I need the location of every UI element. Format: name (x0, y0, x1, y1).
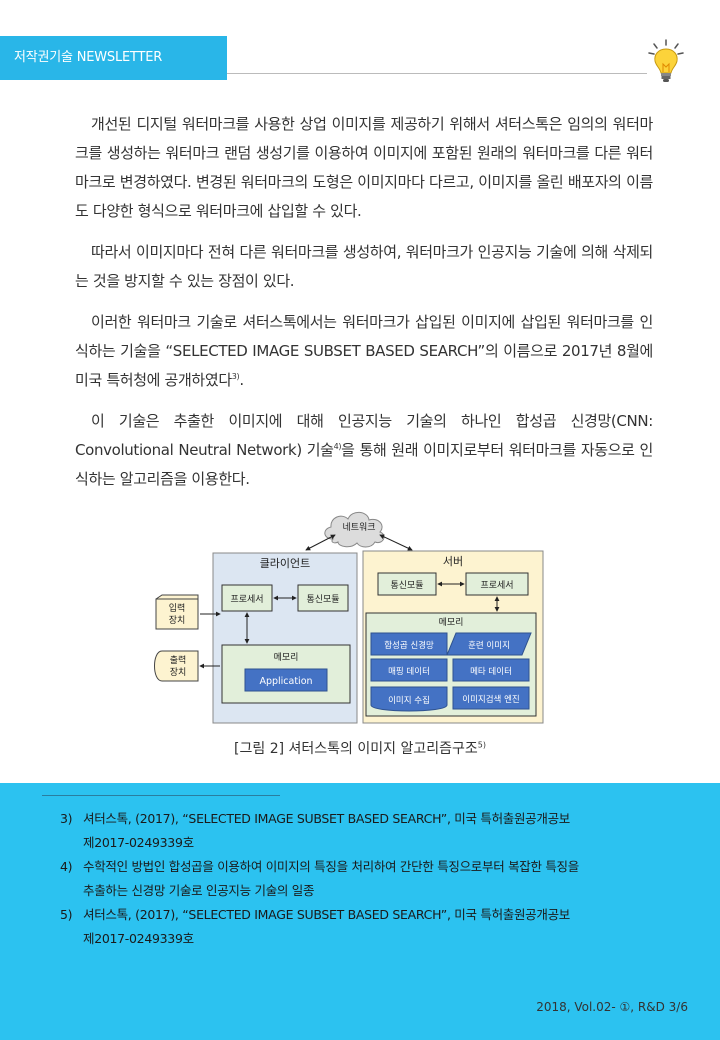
training-image-label: 훈련 이미지 (468, 640, 510, 651)
footnote-4: 4) 수학적인 방법인 합성곱을 이용하여 이미지의 특징을 처리하여 간단한 … (60, 855, 660, 903)
client-comm-box (297, 584, 349, 612)
server-comm-box (377, 572, 437, 596)
paragraph-4-tail: 을 통해 원래 이미지로부터 워터마크를 자동으로 인식하는 알고리즘을 이용한… (75, 441, 653, 488)
footnote-ref-4: 4) (333, 442, 342, 451)
mapping-data-label: 매핑 데이터 (388, 666, 430, 677)
footnote-number: 3) (60, 811, 73, 826)
paragraph-1: 개선된 디지털 워터마크를 사용한 상업 이미지를 제공하기 위해서 셔터스톡은… (75, 110, 653, 226)
application-label: Application (259, 676, 312, 687)
network-cloud: 네트워크 (324, 511, 385, 548)
footnote-body: 셔터스톡, (2017), “SELECTED IMAGE SUBSET BAS… (83, 903, 570, 951)
client-comm-label: 통신모듈 (306, 594, 339, 605)
newsletter-header-tab: 저작권기술 NEWSLETTER (0, 36, 227, 80)
footnote-divider (42, 795, 280, 796)
figure-caption: [그림 2] 셔터스톡의 이미지 알고리즘구조5) (0, 738, 720, 758)
server-comm-label: 통신모듈 (390, 580, 423, 591)
footnote-5: 5) 셔터스톡, (2017), “SELECTED IMAGE SUBSET … (60, 903, 660, 951)
image-collection-label: 이미지 수집 (388, 695, 430, 706)
image-collection-shape (370, 686, 448, 712)
footnote-line: 제2017-0249339호 (83, 835, 194, 850)
meta-data-label: 메타 데이터 (470, 666, 512, 677)
paragraph-4: 이 기술은 추출한 이미지에 대해 인공지능 기술의 하나인 합성곱 신경망(C… (75, 407, 653, 494)
paragraph-2-text: 따라서 이미지마다 전혀 다른 워터마크를 생성하여, 워터마크가 인공지능 기… (75, 243, 653, 290)
client-processor-box (221, 584, 273, 612)
footnote-list: 3) 셔터스톡, (2017), “SELECTED IMAGE SUBSET … (60, 807, 660, 951)
training-image-shape (446, 632, 532, 656)
application-box (244, 668, 328, 692)
input-device-shape (155, 594, 199, 630)
client-processor-label: 프로세서 (230, 594, 263, 605)
footnote-number: 5) (60, 907, 73, 922)
figure-caption-text: [그림 2] 셔터스톡의 이미지 알고리즘구조 (234, 741, 478, 757)
paragraph-3-text: 이러한 워터마크 기술로 셔터스톡에서는 워터마크가 삽입된 이미지에 삽입된 … (75, 313, 653, 389)
footnote-line: 셔터스톡, (2017), “SELECTED IMAGE SUBSET BAS… (83, 811, 570, 826)
footnote-ref-5: 5) (477, 740, 486, 750)
footnote-line: 제2017-0249339호 (83, 931, 194, 946)
paragraph-3-tail: . (239, 371, 244, 389)
server-processor-box (465, 572, 529, 596)
paragraph-4-text: 이 기술은 추출한 이미지에 대해 인공지능 기술의 하나인 합성곱 신경망(C… (75, 412, 653, 459)
footnotes-area: 3) 셔터스톡, (2017), “SELECTED IMAGE SUBSET … (0, 783, 720, 1040)
article-body: 개선된 디지털 워터마크를 사용한 상업 이미지를 제공하기 위해서 셔터스톡은… (75, 110, 653, 506)
server-processor-label: 프로세서 (480, 580, 513, 591)
input-device-line2: 장치 (169, 614, 186, 626)
cnn-box (370, 632, 448, 656)
footnote-body: 수학적인 방법인 합성곱을 이용하여 이미지의 특징을 처리하여 간단한 특징으… (83, 855, 579, 903)
cnn-label: 합성곱 신경망 (384, 640, 434, 651)
footnote-line: 수학적인 방법인 합성곱을 이용하여 이미지의 특징을 처리하여 간단한 특징으… (83, 859, 579, 874)
page-number: 2018, Vol.02- ①, R&D 3/6 (536, 1000, 688, 1014)
newsletter-title: 저작권기술 NEWSLETTER (14, 50, 163, 65)
server-memory-label: 메모리 (439, 617, 464, 628)
footnote-3: 3) 셔터스톡, (2017), “SELECTED IMAGE SUBSET … (60, 807, 660, 855)
algorithm-structure-diagram: 네트워크 클라이언트 프로세서 통신모듈 메모리 Application 입력 … (154, 511, 544, 724)
paragraph-2: 따라서 이미지마다 전혀 다른 워터마크를 생성하여, 워터마크가 인공지능 기… (75, 238, 653, 296)
meta-data-box (452, 658, 530, 682)
client-memory-label: 메모리 (274, 652, 299, 663)
output-device-shape (154, 650, 199, 682)
output-device-line2: 장치 (170, 666, 187, 678)
footnote-number: 4) (60, 859, 73, 874)
footnote-ref-3: 3) (231, 372, 240, 381)
search-engine-box (452, 686, 530, 710)
search-engine-label: 이미지검색 엔진 (462, 694, 519, 705)
output-device-line1: 출력 (170, 654, 187, 666)
mapping-data-box (370, 658, 448, 682)
footnote-line: 추출하는 신경망 기술로 인공지능 기술의 일종 (83, 883, 315, 898)
paragraph-1-text: 개선된 디지털 워터마크를 사용한 상업 이미지를 제공하기 위해서 셔터스톡은… (75, 115, 653, 220)
client-title: 클라이언트 (260, 557, 311, 570)
footnote-line: 셔터스톡, (2017), “SELECTED IMAGE SUBSET BAS… (83, 907, 570, 922)
light-bulb-icon (648, 39, 684, 82)
network-label: 네트워크 (342, 522, 375, 533)
header-divider (227, 73, 647, 74)
paragraph-3: 이러한 워터마크 기술로 셔터스톡에서는 워터마크가 삽입된 이미지에 삽입된 … (75, 308, 653, 395)
server-title: 서버 (443, 555, 463, 568)
input-device-line1: 입력 (169, 602, 186, 614)
footnote-body: 셔터스톡, (2017), “SELECTED IMAGE SUBSET BAS… (83, 807, 570, 855)
